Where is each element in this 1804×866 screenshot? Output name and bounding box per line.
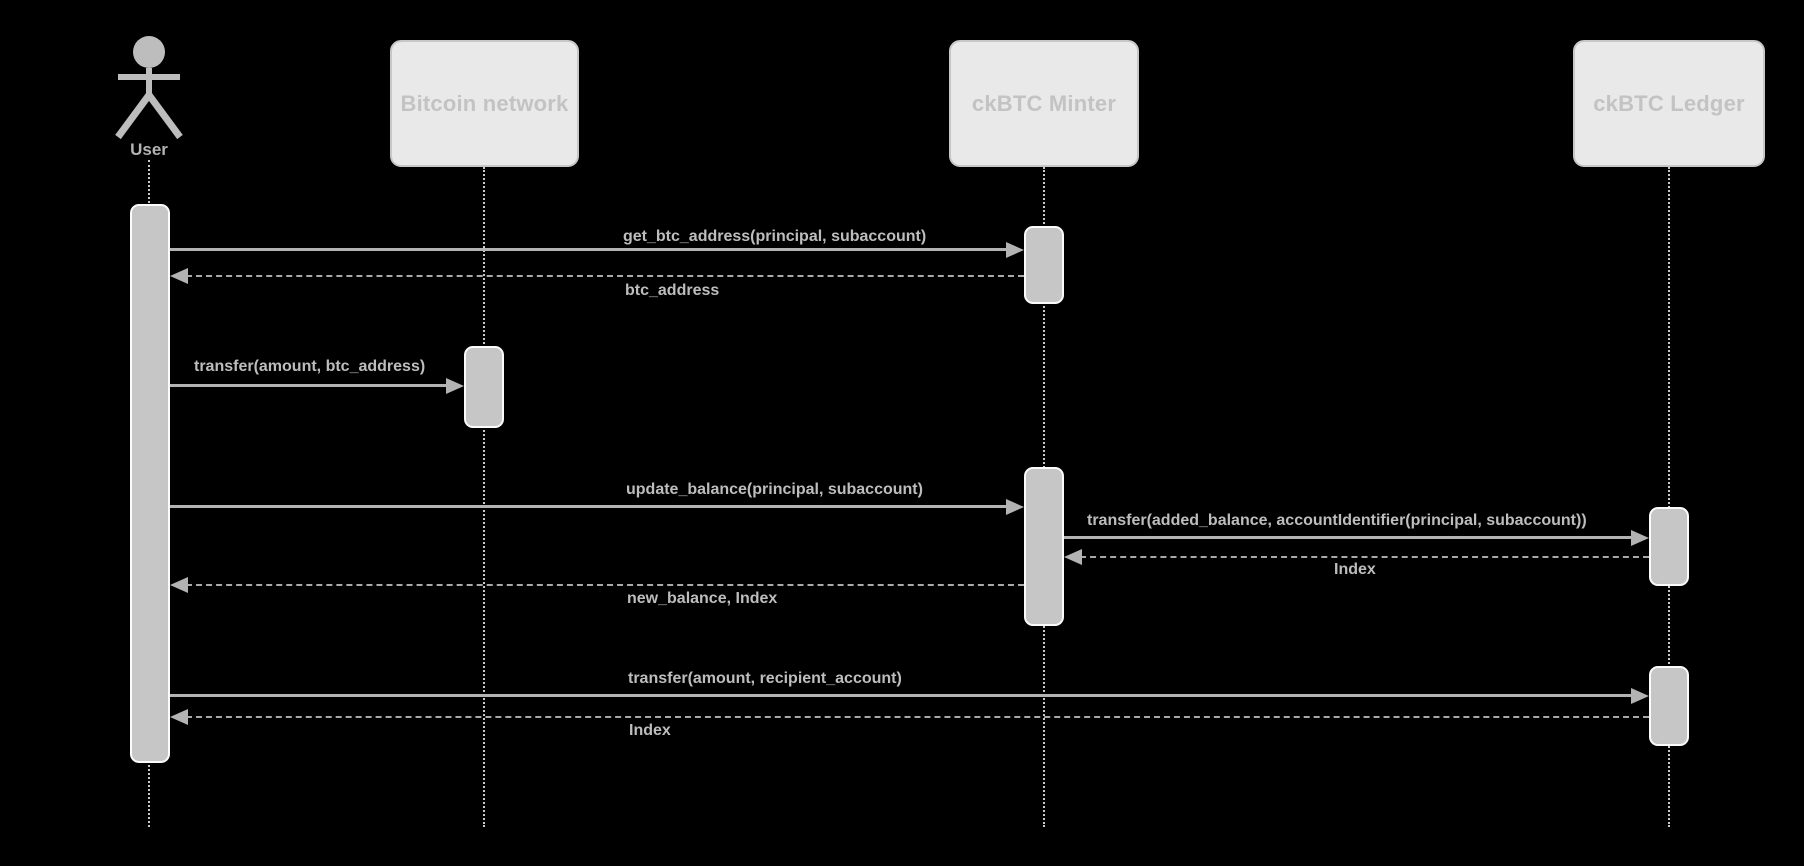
message-8-label: transfer(amount, recipient_account): [628, 670, 902, 687]
message-1-line: [170, 248, 1008, 251]
activation-bar-user: [130, 204, 170, 763]
participant-ckbtc-minter: ckBTC Minter: [949, 40, 1139, 167]
participant-bitcoin-network: Bitcoin network: [390, 40, 579, 167]
participant-label-ckbtc-minter: ckBTC Minter: [971, 90, 1117, 116]
actor-label-user: User: [130, 140, 168, 159]
user-actor-icon: [115, 36, 183, 140]
message-3-line: [170, 384, 448, 387]
message-1-label: get_btc_address(principal, subaccount): [623, 228, 927, 245]
activation-bar-minter-1: [1024, 226, 1064, 304]
activation-bar-minter-2: [1024, 467, 1064, 626]
message-2-label: btc_address: [625, 282, 720, 299]
arrowhead-left-icon: [170, 577, 188, 593]
message-7-line: [186, 584, 1024, 586]
arrowhead-right-icon: [1631, 688, 1649, 704]
arrowhead-right-icon: [446, 378, 464, 394]
arrowhead-left-icon: [170, 268, 188, 284]
arrowhead-right-icon: [1006, 499, 1024, 515]
arrowhead-left-icon: [170, 709, 188, 725]
activation-bar-bitcoin: [464, 346, 504, 428]
participant-label-bitcoin-network: Bitcoin network: [400, 90, 569, 116]
message-3-label: transfer(amount, btc_address): [194, 358, 426, 375]
message-5-label: transfer(added_balance, accountIdentifie…: [1087, 512, 1587, 529]
participant-ckbtc-ledger: ckBTC Ledger: [1573, 40, 1765, 167]
arrowhead-right-icon: [1006, 242, 1024, 258]
message-6-line: [1080, 556, 1649, 558]
message-8-line: [170, 694, 1633, 697]
message-9-line: [186, 716, 1649, 718]
participant-label-ckbtc-ledger: ckBTC Ledger: [1593, 90, 1745, 116]
message-2-line: [186, 275, 1024, 277]
message-4-line: [170, 505, 1008, 508]
arrowhead-left-icon: [1064, 549, 1082, 565]
message-5-line: [1064, 536, 1633, 539]
message-7-label: new_balance, Index: [627, 590, 778, 607]
message-4-label: update_balance(principal, subaccount): [626, 481, 923, 498]
activation-bar-ledger-2: [1649, 666, 1689, 746]
activation-bar-ledger-1: [1649, 507, 1689, 586]
message-9-label: Index: [629, 722, 671, 739]
arrowhead-right-icon: [1631, 530, 1649, 546]
message-6-label: Index: [1334, 561, 1376, 578]
lifeline-bitcoin-network: [483, 167, 485, 827]
lifeline-ckbtc-ledger: [1668, 167, 1670, 827]
